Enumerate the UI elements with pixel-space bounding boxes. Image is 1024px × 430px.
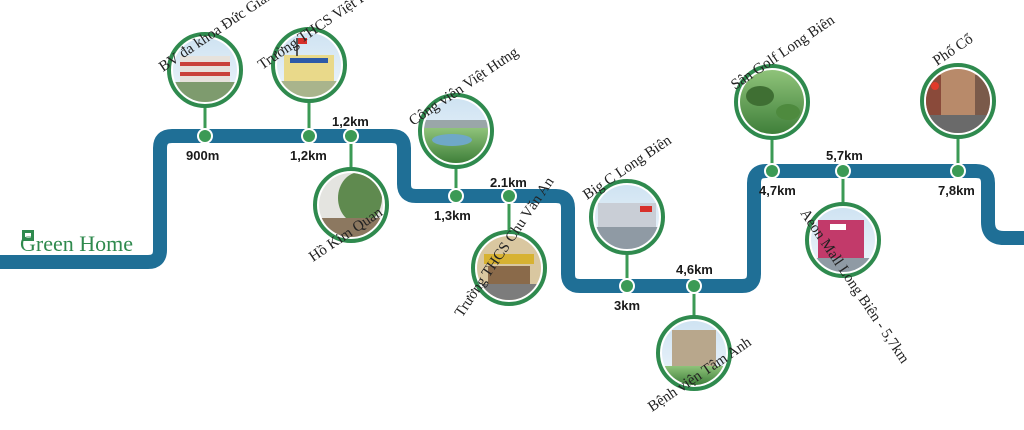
park-photo-icon bbox=[418, 93, 494, 169]
stop-dot bbox=[686, 278, 702, 294]
stop-dot bbox=[950, 163, 966, 179]
stop-dot bbox=[619, 278, 635, 294]
stop-distance: 4,6km bbox=[676, 262, 713, 277]
stop-distance: 1,2km bbox=[290, 148, 327, 163]
stop-distance: 4,7km bbox=[759, 183, 796, 198]
stop-benh-vien-tam-anh: Bệnh viện Tâm Anh 4,6km bbox=[645, 262, 755, 415]
stop-distance: 7,8km bbox=[938, 183, 975, 198]
route-line bbox=[0, 129, 1024, 293]
stop-dot bbox=[197, 128, 213, 144]
stop-dot bbox=[343, 128, 359, 144]
logo-text: Green Home bbox=[20, 231, 133, 256]
mall-photo-icon bbox=[805, 202, 881, 278]
stop-dot bbox=[501, 188, 517, 204]
stop-dot bbox=[448, 188, 464, 204]
stop-distance: 1,3km bbox=[434, 208, 471, 223]
hospital-photo-icon bbox=[167, 32, 243, 108]
stop-pho-co: Phố Cổ 7,8km bbox=[920, 31, 996, 198]
stop-distance: 2.1km bbox=[490, 175, 527, 190]
stop-aeon-mall-long-bien: Aeon Mall Long Biên - 5,7km 5,7km bbox=[797, 148, 912, 367]
stop-dot bbox=[301, 128, 317, 144]
school-photo-icon bbox=[271, 27, 347, 103]
stop-distance: 3km bbox=[614, 298, 640, 313]
stop-dot bbox=[835, 163, 851, 179]
golf-photo-icon bbox=[734, 64, 810, 140]
stop-distance: 1,2km bbox=[332, 114, 369, 129]
lake-photo-icon bbox=[313, 167, 389, 243]
stop-distance: 5,7km bbox=[826, 148, 863, 163]
school-photo-icon bbox=[471, 230, 547, 306]
stop-ho-kim-quan: Hồ Kim Quan 1,2km bbox=[306, 114, 389, 265]
green-home-logo: Green Home bbox=[20, 230, 133, 256]
street-photo-icon bbox=[920, 63, 996, 139]
stop-dot bbox=[764, 163, 780, 179]
hospital-photo-icon bbox=[656, 315, 732, 391]
stop-distance: 900m bbox=[186, 148, 219, 163]
mall-photo-icon bbox=[589, 179, 665, 255]
